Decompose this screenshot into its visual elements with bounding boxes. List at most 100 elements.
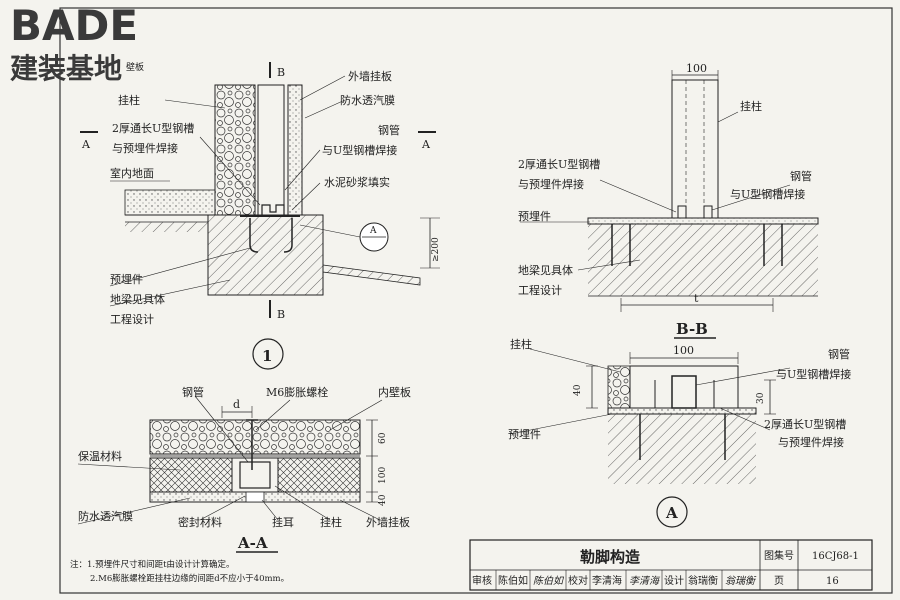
a-dim-40: 40: [573, 384, 583, 396]
label-outer-panel: 外墙挂板: [348, 69, 392, 83]
a-dim-100: 100: [673, 344, 694, 357]
title-block: 勒脚构造 图集号 16CJ68-1 审核 陈伯如 陈伯如 校对 李清海 李清海 …: [469, 539, 873, 591]
tb-atlas-no: 16CJ68-1: [812, 551, 859, 562]
aa-label-ear: 挂耳: [272, 515, 294, 529]
bb-dim-t: t: [694, 292, 699, 305]
bb-beam: [588, 224, 818, 296]
notes: 注：1.预埋件尺寸和间距t由设计计算确定。 2.M6膨胀螺栓距挂柱边缘的间距d不…: [70, 559, 289, 584]
dim-200: ≥200: [431, 237, 441, 262]
outer-panel-section: [287, 84, 303, 216]
a-pipe: [671, 375, 697, 409]
section-bb: 100 t 挂柱 2厚通长U型钢槽 与预埋件焊接 钢管 与U型钢槽焊接 预埋件 …: [518, 62, 819, 339]
tb-design: 设计: [664, 574, 684, 587]
bb-embed-plate: [587, 217, 819, 225]
label-beam: 地梁见具体: [110, 292, 165, 306]
aa-label-steel-pipe: 钢管: [182, 385, 204, 399]
label-steel-pipe: 钢管: [378, 123, 400, 137]
section-label-b-top: B: [277, 66, 285, 79]
tb-check: 校对: [568, 574, 588, 587]
aa-label-column: 挂柱: [320, 515, 342, 529]
embed-anchor-right: [283, 218, 293, 253]
a-label-steel-pipe: 钢管: [828, 347, 850, 361]
a-column: [629, 365, 739, 409]
insulation-core: [214, 84, 256, 216]
note-line-1: 注：1.预埋件尺寸和间距t由设计计算确定。: [70, 559, 235, 570]
aa-pipe: [239, 461, 271, 489]
aa-label-sealant: 密封材料: [178, 515, 222, 529]
tb-page-label: 页: [774, 575, 784, 587]
aa-dim-100: 100: [378, 467, 388, 484]
a-title: A: [665, 504, 678, 522]
detail-number-circle: [252, 338, 284, 370]
tb-title: 勒脚构造: [580, 548, 640, 566]
a-dim-30: 30: [756, 392, 766, 404]
tb-designer-sig: 翁瑞衡: [725, 575, 757, 587]
bb-label-column: 挂柱: [740, 99, 762, 113]
bb-column: [671, 79, 719, 219]
a-label-embed: 预埋件: [508, 428, 541, 441]
tb-reviewer: 陈伯如: [498, 574, 528, 587]
bb-label-u-channel: 2厚通长U型钢槽: [518, 157, 600, 171]
a-label-column: 挂柱: [510, 337, 532, 351]
aa-label-vapor-film: 防水透汽膜: [78, 509, 133, 523]
detail-a: 100 40 30 挂柱 钢管 与U型钢槽焊接 2厚通长U型钢槽 与预埋件焊接 …: [508, 337, 851, 528]
label-beam-2: 工程设计: [110, 313, 154, 326]
label-embed: 预埋件: [110, 273, 143, 286]
aa-dim-d: d: [233, 398, 240, 411]
aa-title: A-A: [237, 534, 268, 552]
tb-atlas-label: 图集号: [764, 549, 794, 562]
bb-label-weld-u: 与U型钢槽焊接: [730, 187, 805, 201]
section-label-a-right: A: [421, 138, 431, 151]
tb-designer: 翁瑞衡: [688, 574, 718, 587]
detail-number: 1: [262, 347, 272, 365]
exterior-ground: [322, 264, 421, 286]
aa-label-bolt: M6膨胀螺栓: [266, 385, 328, 399]
bb-dim-100: 100: [686, 62, 707, 75]
aa-label-outer-panel: 外墙挂板: [366, 515, 410, 529]
logo: BADE 建装基地: [10, 1, 138, 85]
detail-1: B B A A A ≥: [80, 61, 441, 370]
aa-dim-60: 60: [378, 432, 388, 444]
callout-a-label: A: [369, 226, 377, 236]
label-mortar: 水泥砂浆填实: [324, 175, 390, 189]
column-section: [257, 84, 285, 216]
a-label-u-channel: 2厚通长U型钢槽: [764, 417, 846, 431]
wall-panel-label: 壁板: [126, 61, 144, 73]
label-column: 挂柱: [118, 93, 140, 107]
section-label-b-bottom: B: [277, 308, 285, 321]
aa-label-insulation: 保温材料: [78, 449, 122, 463]
tb-checker-sig: 李清海: [629, 575, 661, 587]
tb-checker: 李清海: [592, 574, 622, 587]
logo-brand: BADE: [10, 1, 138, 50]
tb-page-no: 16: [826, 576, 839, 587]
aa-dim-40: 40: [378, 494, 388, 506]
sheet-border: [59, 7, 893, 594]
u-channel: [261, 204, 285, 215]
embed-anchor-left: [249, 218, 259, 253]
aa-inner-panel: [149, 419, 361, 455]
bb-label-embed: 预埋件: [518, 210, 551, 223]
a-embed-plate: [607, 407, 757, 415]
a-label-weld-embed: 与预埋件焊接: [778, 435, 844, 449]
tb-review: 审核: [472, 574, 492, 587]
note-line-2: 2.M6膨胀螺栓距挂柱边缘的间距d不应小于40mm。: [90, 573, 289, 584]
a-beam: [608, 414, 756, 484]
label-u-channel: 2厚通长U型钢槽: [112, 121, 194, 135]
floor-slab: [124, 189, 216, 216]
bb-label-beam: 地梁见具体: [518, 263, 573, 277]
label-floor: 室内地面: [110, 166, 154, 180]
section-label-a-left: A: [81, 138, 91, 151]
bb-label-weld-embed: 与预埋件焊接: [518, 177, 584, 191]
label-weld-embed: 与预埋件焊接: [112, 141, 178, 155]
label-vapor-film: 防水透汽膜: [340, 93, 395, 107]
bb-label-beam-2: 工程设计: [518, 284, 562, 297]
section-aa: d 60 100 40 钢管 M6膨胀螺栓 内壁板 保温材料 防水透汽膜 密封材…: [77, 385, 411, 553]
aa-column: [231, 457, 279, 493]
label-weld-u: 与U型钢槽焊接: [322, 143, 397, 157]
ground-beam: [207, 214, 324, 296]
bb-title: B-B: [676, 320, 708, 338]
tb-reviewer-sig: 陈伯如: [533, 575, 565, 587]
bb-label-steel-pipe: 钢管: [790, 169, 812, 183]
a-label-weld-u: 与U型钢槽焊接: [776, 367, 851, 381]
